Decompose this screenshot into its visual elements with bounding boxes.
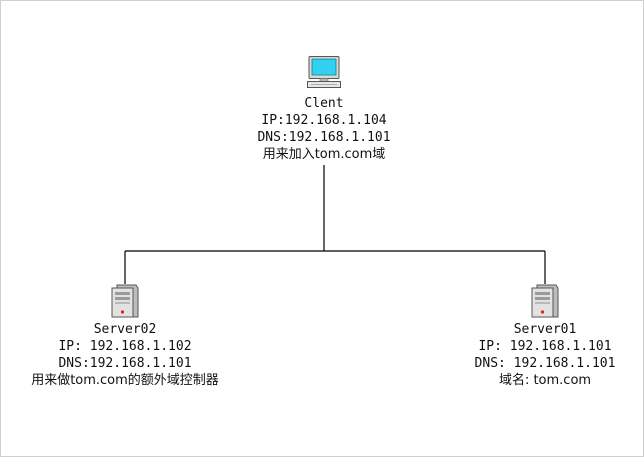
server02-ip: IP: 192.168.1.102: [58, 339, 192, 354]
client-label: Clent IP:192.168.1.104 DNS:192.168.1.101…: [224, 95, 424, 163]
server01-label: Server01 IP: 192.168.1.101 DNS: 192.168.…: [445, 321, 644, 389]
desktop-computer-icon: [307, 56, 341, 88]
server02-note: 用来做tom.com的额外域控制器: [31, 373, 219, 388]
server01-ip: IP: 192.168.1.101: [478, 339, 612, 354]
server-tower-icon: [111, 284, 139, 318]
server02-name: Server02: [93, 322, 157, 337]
server01-dns: DNS: 192.168.1.101: [474, 356, 616, 371]
server01-note: 域名: tom.com: [498, 373, 592, 388]
client-note: 用来加入tom.com域: [262, 147, 386, 162]
client-ip: IP:192.168.1.104: [261, 113, 387, 128]
server02-label: Server02 IP: 192.168.1.102 DNS:192.168.1…: [25, 321, 225, 389]
client-dns: DNS:192.168.1.101: [257, 130, 391, 145]
server01-name: Server01: [513, 322, 577, 337]
server-tower-icon: [531, 284, 559, 318]
server02-dns: DNS:192.168.1.101: [58, 356, 192, 371]
client-name: Clent: [304, 96, 344, 111]
